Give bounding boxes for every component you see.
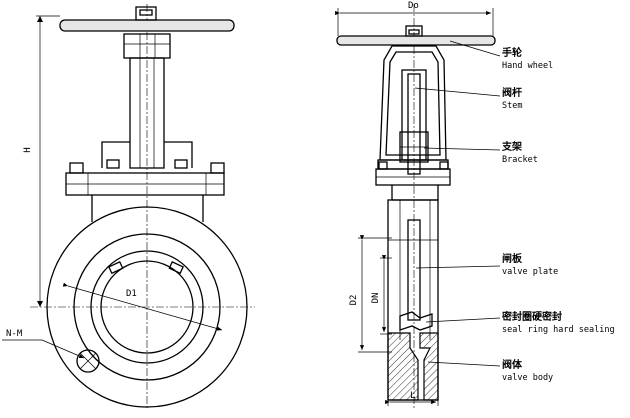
dim-h: H [23, 15, 60, 307]
dim-d2-dn: D2 DN [349, 235, 392, 353]
dim-l-label: L [410, 391, 415, 401]
dim-nm: N-M [2, 329, 85, 359]
bracket-inner [385, 51, 441, 156]
side-handwheel-nut [405, 25, 423, 37]
leader-seal-ring [425, 317, 501, 323]
flange-nut-2 [210, 162, 225, 174]
side-view: Do [335, 1, 615, 408]
front-handwheel [59, 6, 235, 32]
dim-d1-label: D1 [126, 289, 137, 299]
bracket-bolt-right [174, 159, 188, 169]
side-handwheel [336, 25, 496, 46]
callout-valve-body-cn: 阀体 [502, 358, 523, 371]
dim-h-arrow-bottom [37, 301, 43, 307]
callout-valve-plate-cn: 闸板 [502, 252, 523, 265]
dim-do-label: Do [408, 1, 419, 11]
callout-valve-body-en: valve body [502, 373, 553, 383]
seat-lug-right [168, 260, 184, 275]
dim-d2-label: D2 [349, 295, 359, 306]
side-handwheel-nut-inner [408, 29, 420, 35]
side-nut-left [378, 161, 388, 170]
side-valve-plate [407, 219, 421, 321]
handwheel-nut [135, 6, 157, 21]
front-view: H D1 N-M [2, 4, 255, 408]
side-stem [407, 73, 421, 175]
side-neck [391, 185, 439, 201]
side-handwheel-rim [336, 35, 496, 46]
yoke-column [129, 57, 165, 169]
dim-h-arrow-top [37, 16, 43, 22]
dim-d1: D1 [62, 282, 223, 331]
nm-leader-diagonal [41, 339, 85, 359]
callout-handwheel-en: Hand wheel [502, 61, 553, 71]
side-nut-right [439, 161, 449, 170]
dim-dn-label: DN [371, 293, 381, 304]
body-outer-circle [46, 206, 248, 408]
dim-d1-line [62, 282, 223, 331]
callout-bracket-cn: 支架 [501, 140, 522, 153]
seat-lug-left [108, 260, 124, 275]
body-neck [91, 195, 204, 222]
leader-handwheel [449, 40, 501, 57]
front-yoke [101, 33, 193, 169]
callout-bracket-en: Bracket [502, 155, 538, 165]
handwheel-nut-top [139, 9, 153, 16]
side-bracket [375, 45, 451, 201]
dim-do: Do [335, 1, 494, 36]
handwheel-rim [59, 19, 235, 32]
dim-h-label: H [23, 147, 33, 152]
callout-stem-cn: 阀杆 [502, 86, 522, 99]
callout-handwheel-cn: 手轮 [502, 46, 522, 59]
seal-ring [399, 311, 433, 331]
dim-l: L [385, 391, 439, 406]
leader-valve-plate [415, 265, 501, 269]
bolt-hole-cross-b [79, 352, 97, 370]
front-flange [65, 162, 225, 222]
body-section-left [387, 332, 419, 401]
body-section-right [419, 332, 439, 401]
bolt-hole-label: N-M [6, 329, 23, 339]
yoke-base-shoulders [101, 141, 193, 168]
leader-stem [414, 87, 501, 97]
leader-bracket [423, 147, 501, 151]
callout-leaders [414, 40, 501, 367]
callout-seal-ring-en: seal ring hard sealing [502, 325, 615, 335]
callout-seal-ring-cn: 密封圈硬密封 [502, 310, 562, 323]
callout-valve-plate-en: valve plate [502, 267, 558, 277]
bolt-hole [76, 349, 100, 373]
bracket-bolt-left [106, 159, 120, 169]
leader-valve-body [427, 361, 501, 367]
side-body [387, 199, 439, 401]
callout-labels: 手轮 Hand wheel 阀杆 Stem 支架 Bracket 闸板 valv… [501, 46, 615, 383]
callout-stem-en: Stem [502, 101, 522, 111]
flange-nut-1 [69, 162, 84, 174]
